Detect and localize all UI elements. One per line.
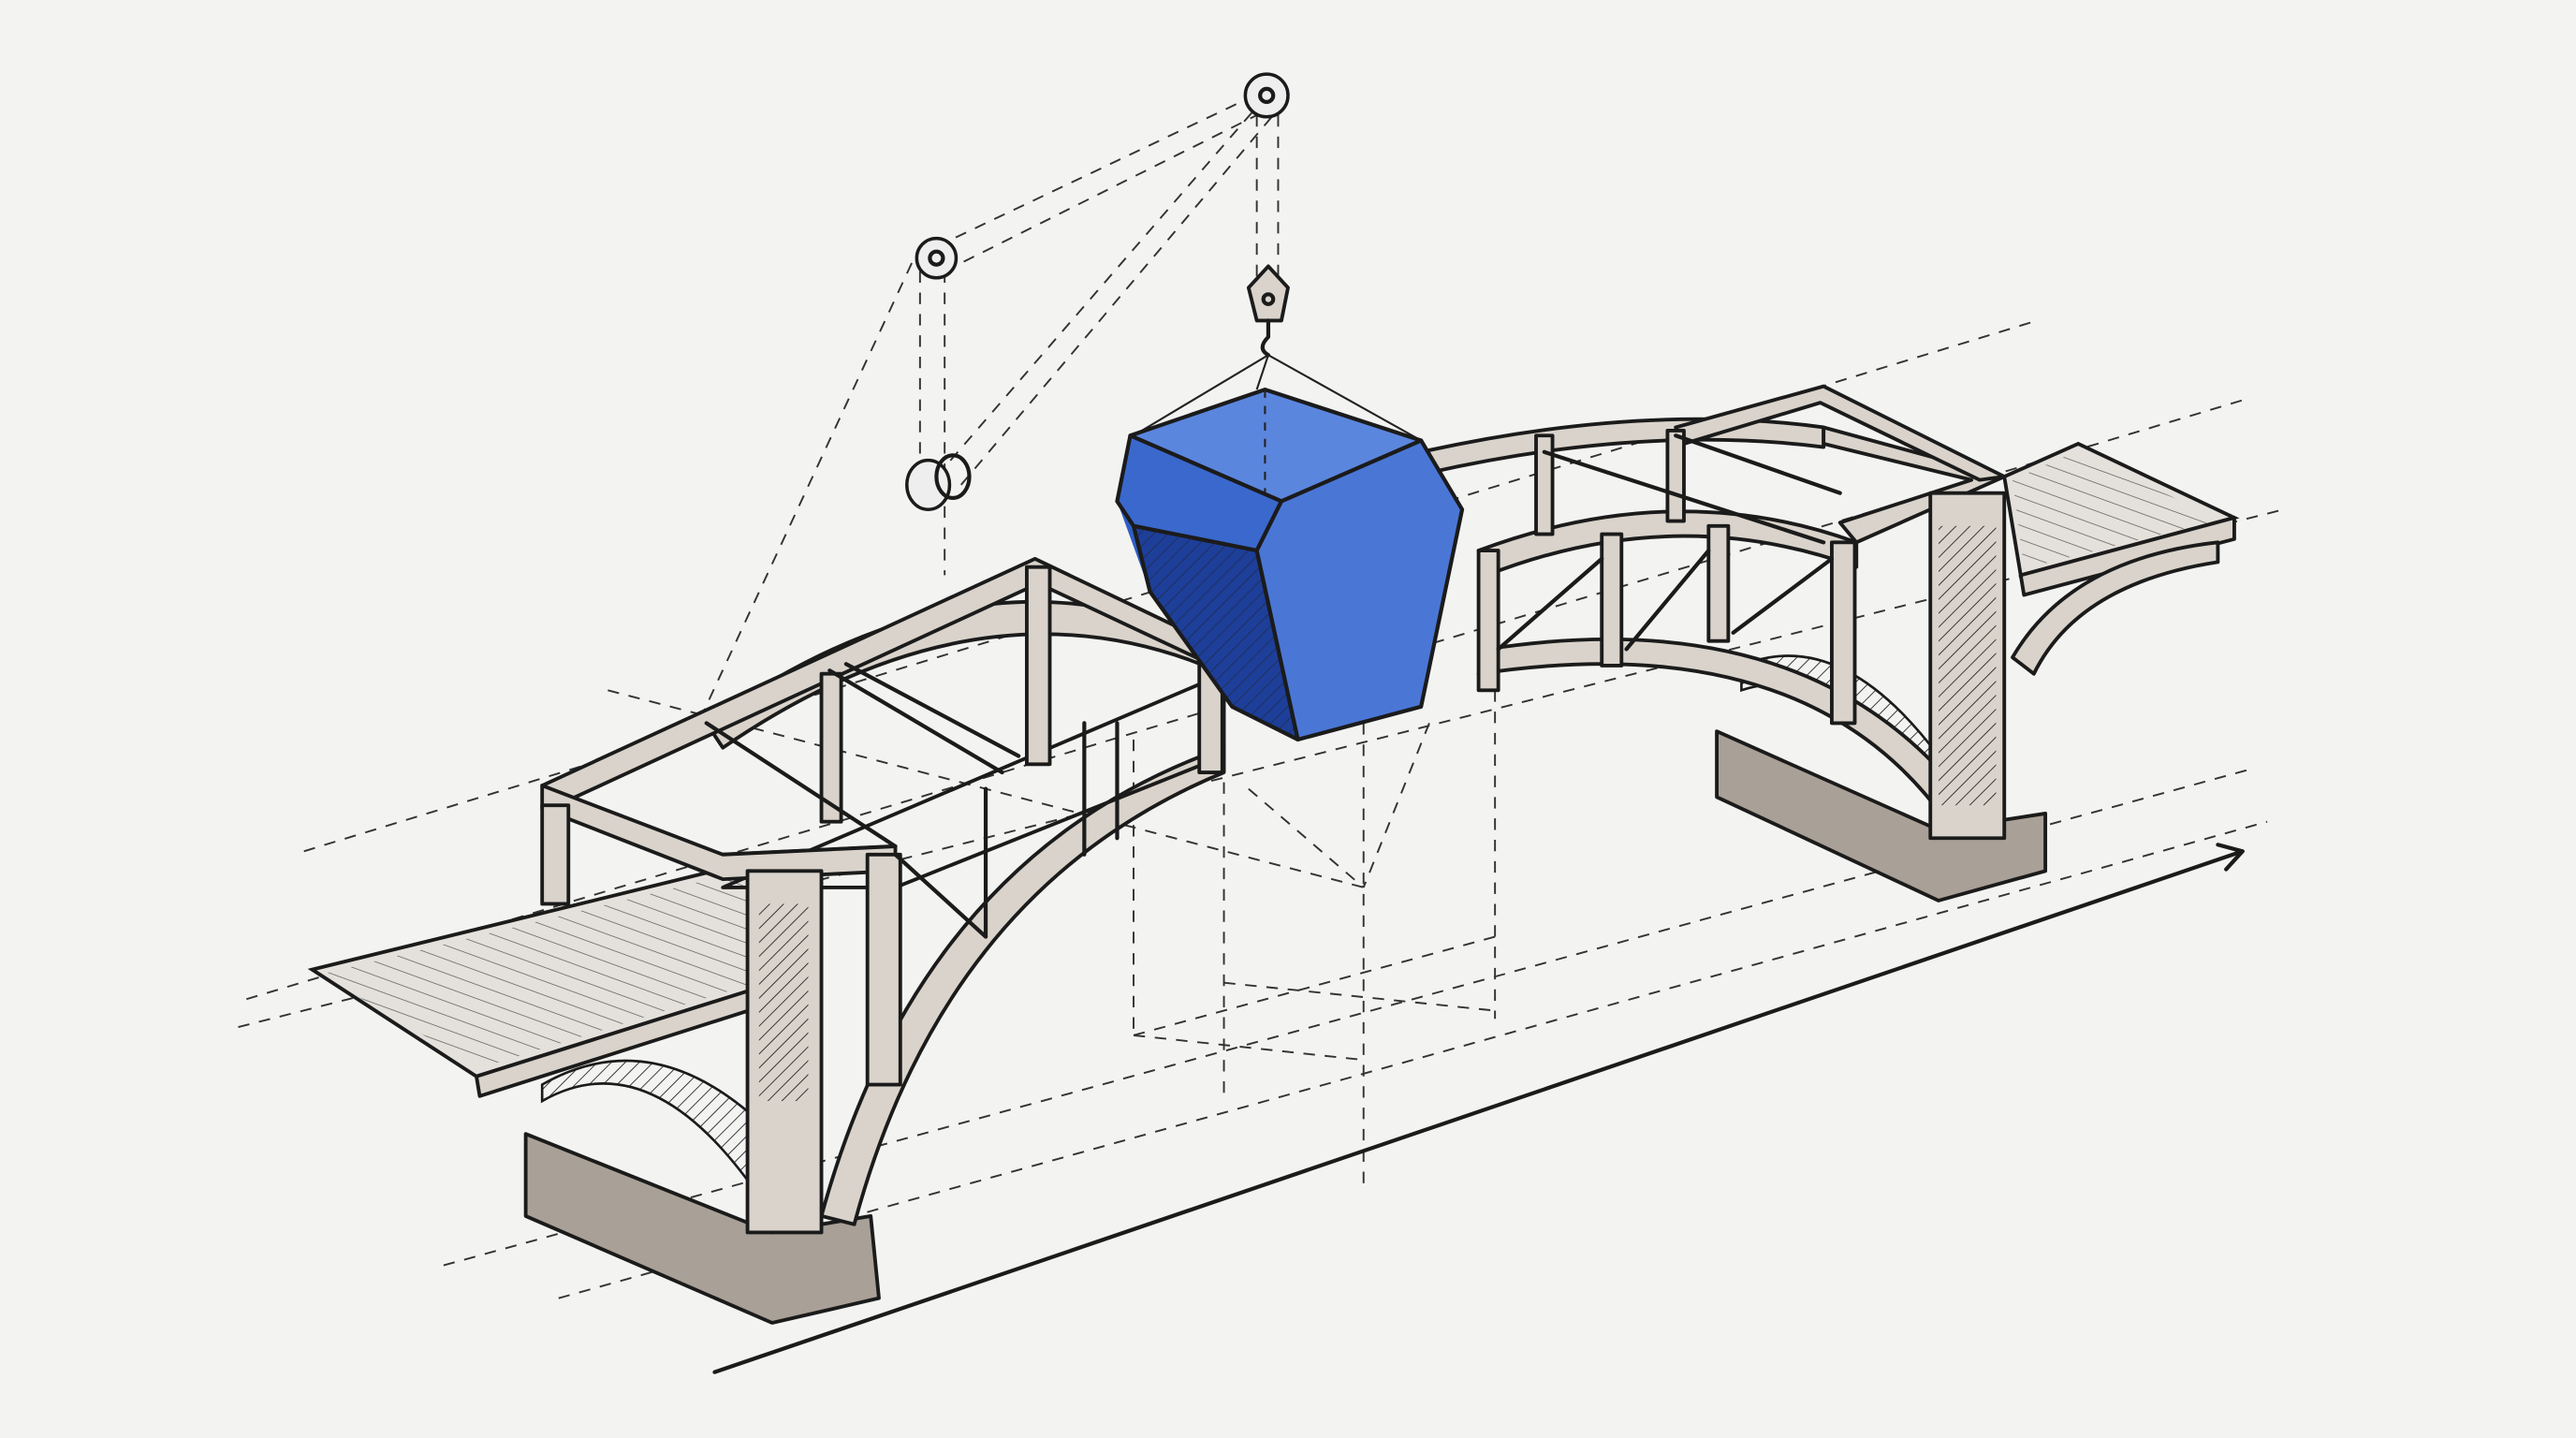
crane-hook-icon	[1246, 264, 1290, 358]
crane-rig	[697, 72, 1422, 724]
crane-pulley-icon	[915, 236, 959, 280]
right-bridge-span	[1419, 384, 2240, 902]
left-pier	[523, 1132, 881, 1325]
crane-pulley-icon	[1243, 72, 1290, 119]
left-bridge-span	[307, 556, 1226, 1325]
direction-arrow-icon	[712, 843, 2245, 1374]
crane-pulley-icon	[905, 453, 972, 511]
blue-stone-block	[1115, 387, 1465, 742]
